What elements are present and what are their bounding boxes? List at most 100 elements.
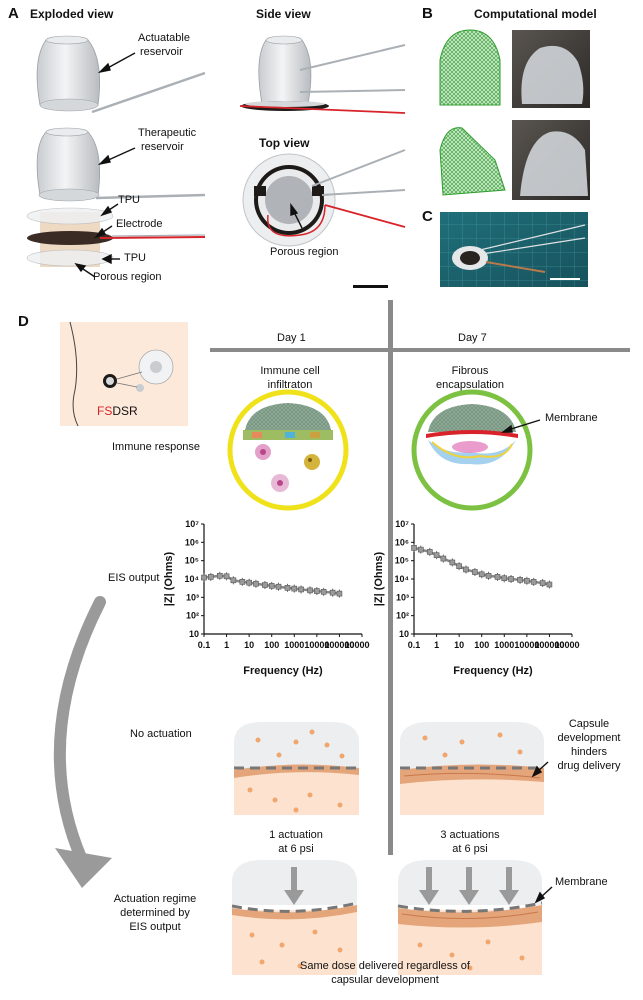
column-divider	[388, 300, 393, 855]
label-porous-region-top: Porous region	[270, 246, 339, 258]
data-point	[478, 571, 485, 578]
data-point	[275, 583, 282, 590]
data-point	[524, 577, 530, 584]
x-tick-label: 100	[474, 640, 489, 650]
exploded-arrows	[74, 52, 136, 278]
actuation-day1	[231, 860, 358, 975]
x-tick-label: 1000000	[554, 640, 580, 650]
top-view-title: Top view	[259, 136, 310, 150]
label-therapeutic: Therapeutic	[138, 127, 197, 139]
label-actuatable: Actuatable	[138, 32, 190, 44]
y-tick-label: 10⁴	[185, 574, 199, 584]
same-dose-label-1: Same dose delivered regardless of	[300, 960, 470, 972]
x-tick-label: 1000000	[344, 640, 370, 650]
data-point	[216, 572, 223, 579]
y-tick-label: 10⁴	[395, 574, 409, 584]
x-tick-label: 10	[244, 640, 254, 650]
day1-header: Day 1	[277, 332, 306, 344]
y-tick-label: 10⁵	[395, 556, 409, 566]
fibrous-capsule-circle	[411, 389, 533, 511]
capsule-label-3: hinders	[570, 746, 608, 758]
data-point	[246, 579, 252, 586]
capsule-arrow	[531, 761, 549, 778]
data-point	[207, 574, 214, 580]
exploded-view-title: Exploded view	[30, 7, 114, 21]
no-actuation-label: No actuation	[130, 728, 192, 740]
computational-model-title: Computational model	[474, 7, 597, 21]
immune-cell-label: Immune cell	[260, 365, 320, 377]
data-point	[485, 572, 492, 579]
porous-region-arrow	[290, 202, 303, 229]
y-axis-label: |Z| (Ohms)	[163, 551, 175, 606]
x-tick-label: 1000	[494, 640, 514, 650]
data-point	[230, 577, 237, 584]
data-point	[329, 589, 336, 596]
data-point	[426, 549, 433, 555]
layer-stack	[26, 207, 206, 267]
no-actuation-day7	[400, 722, 544, 815]
therapeutic-reservoir-dome	[36, 127, 206, 202]
photo-device	[452, 224, 586, 273]
x-axis-label: Frequency (Hz)	[243, 665, 323, 677]
data-point	[508, 576, 514, 582]
y-tick-label: 10	[189, 629, 199, 639]
actuatable-reservoir-dome	[36, 35, 206, 114]
three-actuations-label-2: at 6 psi	[452, 843, 488, 855]
eis-output-label: EIS output	[108, 572, 160, 584]
y-tick-label: 10³	[396, 592, 409, 602]
data-point	[517, 577, 523, 583]
panel-a-letter: A	[8, 5, 19, 22]
regime-label-3: EIS output	[129, 921, 181, 933]
x-tick-label: 1	[434, 640, 439, 650]
fsdsr-label: FSDSR	[97, 405, 138, 418]
fibrous-label: Fibrous	[451, 365, 489, 377]
three-actuations-label: 3 actuations	[440, 829, 500, 841]
data-point	[262, 582, 268, 588]
panel-b-letter: B	[422, 5, 433, 22]
day7-header: Day 7	[458, 332, 487, 344]
membrane-bottom-arrow	[534, 886, 553, 904]
x-tick-label: 0.1	[408, 640, 421, 650]
one-actuation-label-2: at 6 psi	[278, 843, 314, 855]
scale-bar-a	[353, 285, 388, 288]
label-tpu-top: TPU	[118, 194, 140, 206]
panel-d-letter: D	[18, 313, 29, 330]
x-tick-label: 100000	[324, 640, 354, 650]
fsdsr-fs: FS	[97, 404, 113, 418]
mesh-model-2	[439, 127, 506, 196]
scale-bar-c	[550, 278, 580, 280]
x-tick-label: 100000	[534, 640, 564, 650]
y-tick-label: 10	[399, 629, 409, 639]
data-point	[530, 579, 537, 585]
y-tick-label: 10⁷	[395, 519, 409, 529]
x-tick-label: 100	[264, 640, 279, 650]
y-tick-label: 10⁶	[185, 537, 199, 547]
y-tick-label: 10²	[186, 611, 199, 621]
data-point	[539, 580, 546, 586]
data-point	[494, 574, 501, 580]
data-point	[307, 587, 313, 594]
label-actuatable-2: reservoir	[140, 46, 183, 58]
side-view-title: Side view	[256, 7, 311, 21]
x-axis-label: Frequency (Hz)	[453, 665, 533, 677]
actuation-day7	[397, 860, 543, 975]
y-tick-label: 10⁷	[185, 519, 199, 529]
y-tick-label: 10⁵	[185, 556, 199, 566]
capsule-label-1: Capsule	[568, 718, 610, 730]
y-axis-label: |Z| (Ohms)	[373, 551, 385, 606]
regime-label-1: Actuation regime	[113, 893, 197, 905]
data-point	[417, 546, 424, 553]
data-point	[336, 590, 343, 597]
y-tick-label: 10²	[396, 611, 409, 621]
data-point	[223, 573, 230, 580]
fsdsr-dsr: DSR	[112, 404, 138, 418]
capsule-label-2: development	[557, 732, 621, 744]
data-point	[253, 580, 259, 587]
label-porous-region: Porous region	[93, 271, 162, 283]
data-point	[440, 555, 447, 562]
mesh-model-1	[439, 29, 501, 106]
data-point	[433, 552, 440, 558]
membrane-bottom-label: Membrane	[555, 876, 608, 888]
